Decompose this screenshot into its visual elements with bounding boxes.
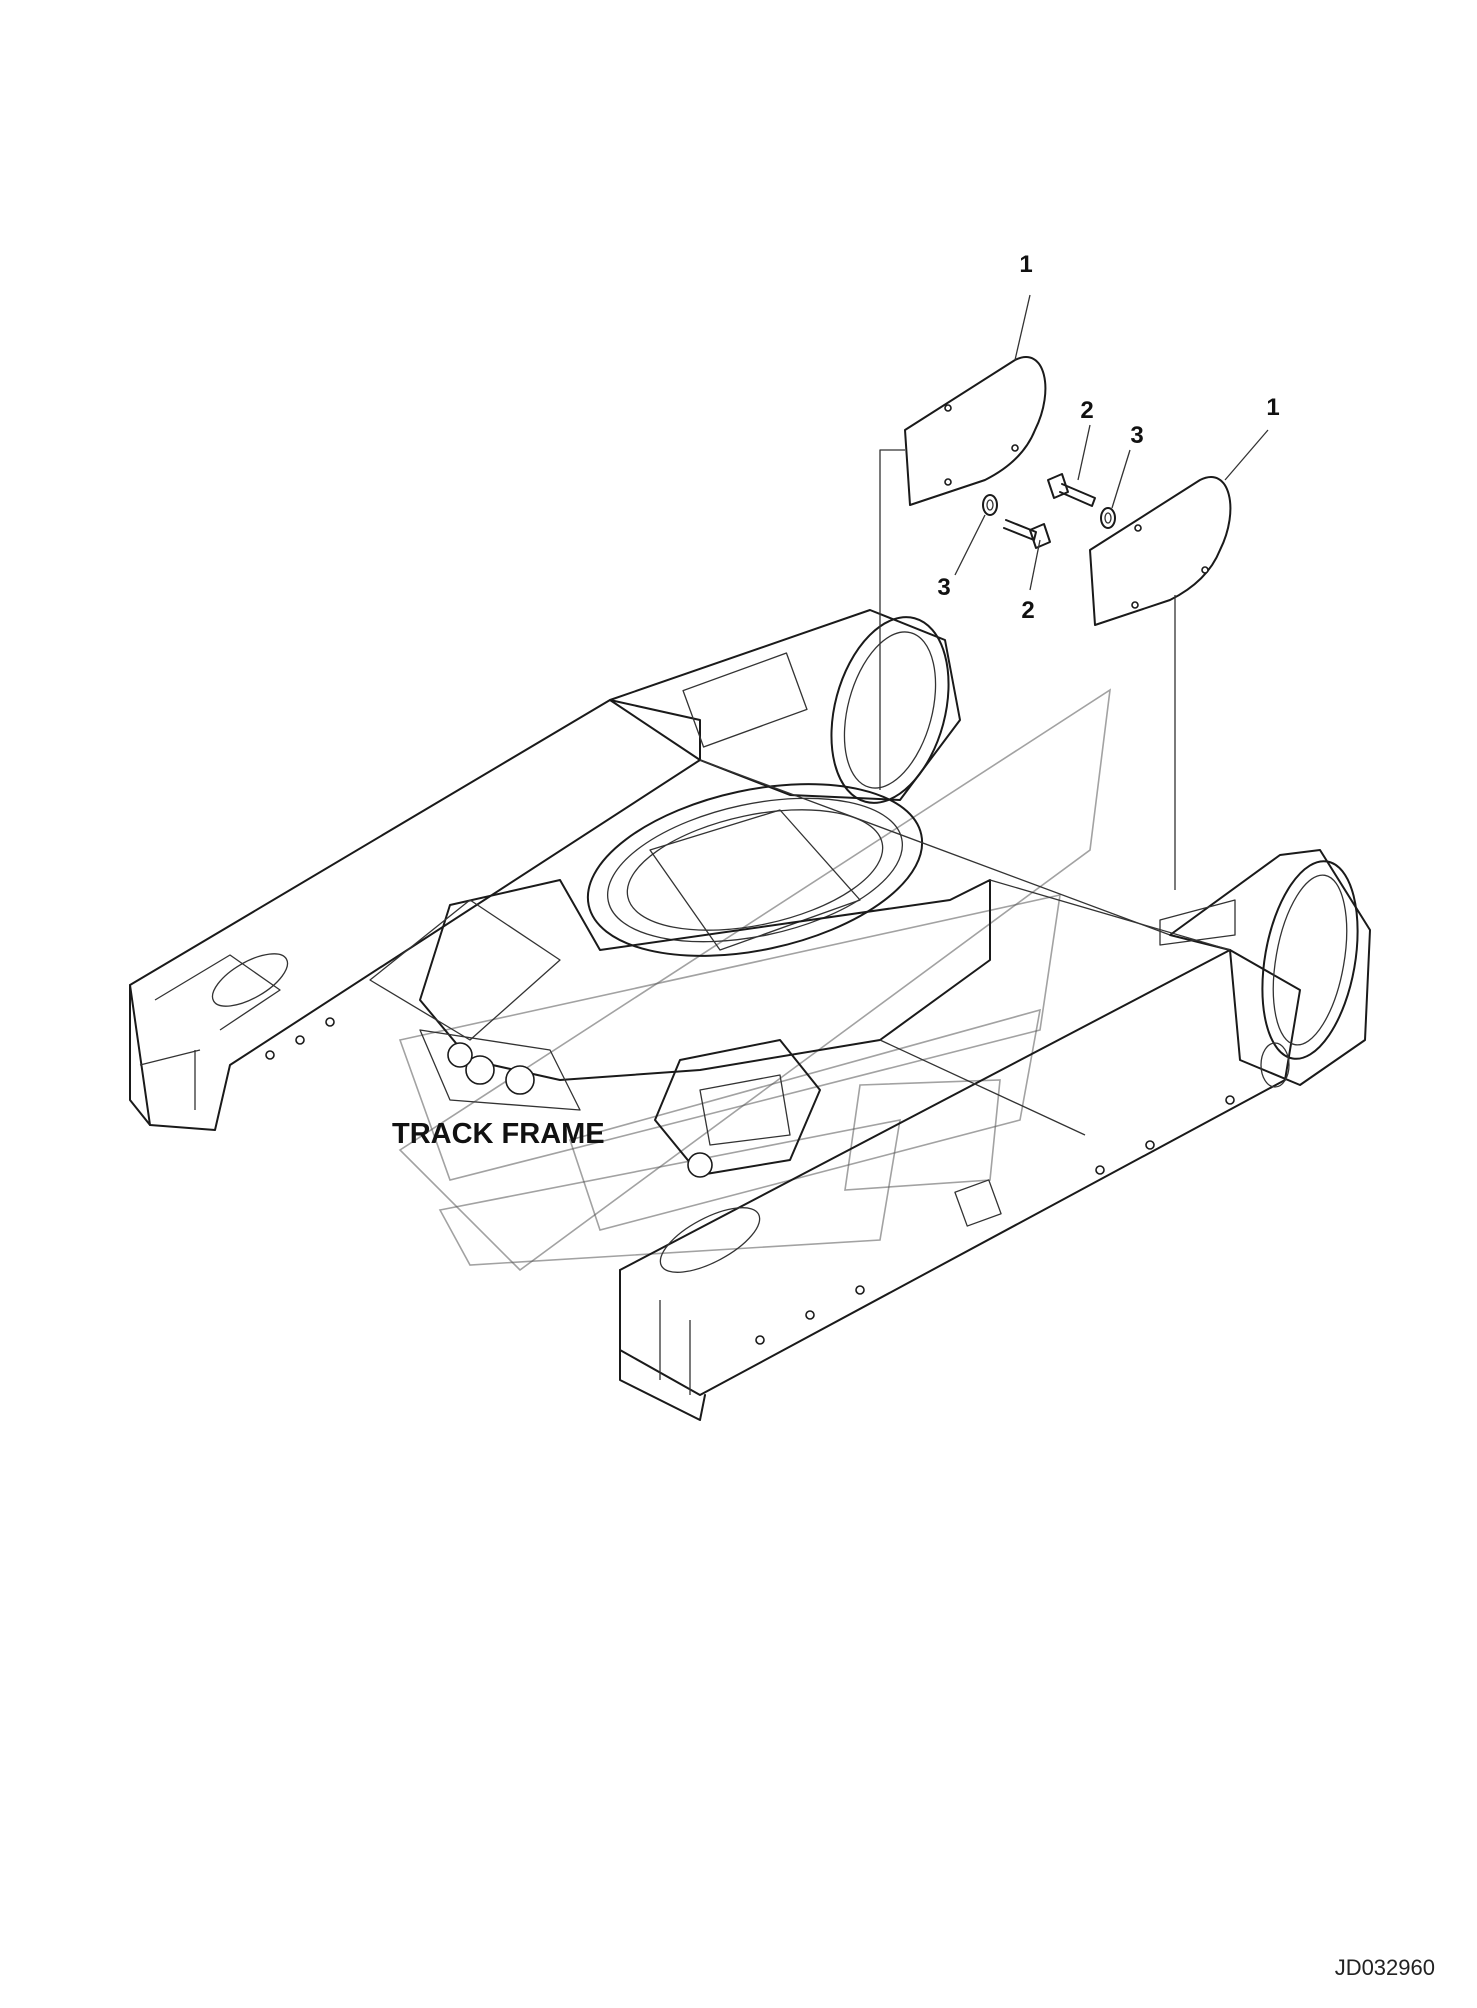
track-frame-illustration [129,609,1371,1421]
watermark-logo [398,688,1112,1272]
cover-plate-left [904,356,1047,506]
callout-bolt-lower: 2 [1021,597,1034,624]
bolt-lower [1003,519,1051,549]
callout-washer-upper: 3 [1130,422,1143,449]
callout-cover-right: 1 [1266,394,1279,421]
callout-washer-lower: 3 [937,574,950,601]
bolt-upper [1047,473,1096,507]
track-frame-label: TRACK FRAME [392,1118,605,1150]
leader-lines [954,294,1269,591]
drawing-reference-code: JD032960 [1335,1955,1435,1980]
cover-plate-right [1089,476,1232,626]
washer-lower [982,494,998,516]
washer-upper [1100,507,1116,529]
exploded-parts [879,356,1232,890]
callout-cover-left: 1 [1019,251,1032,278]
callout-bolt-upper: 2 [1080,397,1093,424]
